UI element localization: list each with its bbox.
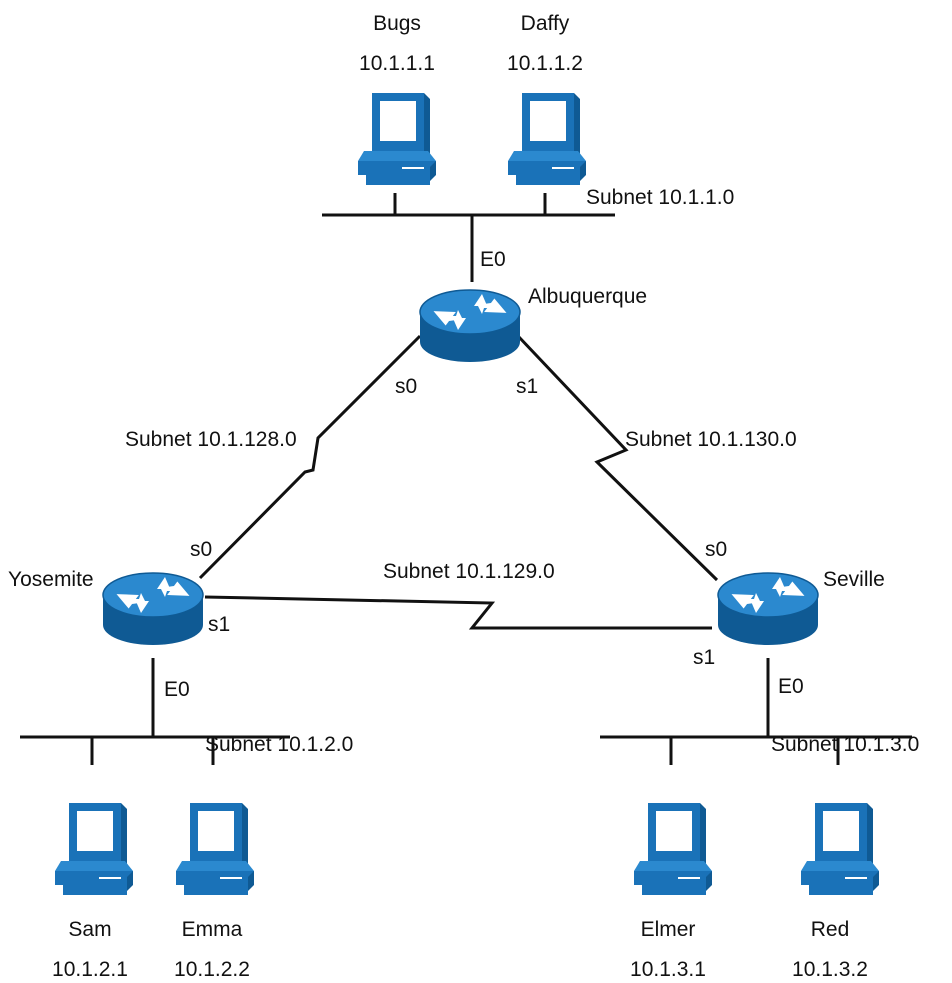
host-name-sam: Sam (68, 918, 111, 941)
pc-icon (357, 92, 437, 186)
router-name-yosemite: Yosemite (8, 568, 94, 591)
host-sam[interactable] (54, 802, 134, 896)
left-lan-segment (20, 658, 290, 765)
host-name-daffy: Daffy (521, 12, 570, 35)
router-yosemite[interactable] (102, 572, 204, 646)
subnet-label-serial-alb-yos: Subnet 10.1.128.0 (125, 428, 297, 451)
interface-yosemite-s0: s0 (190, 538, 212, 561)
host-name-bugs: Bugs (373, 12, 421, 35)
interface-albuquerque-s0: s0 (395, 375, 417, 398)
host-daffy[interactable] (507, 92, 587, 186)
router-name-seville: Seville (823, 568, 885, 591)
host-red[interactable] (800, 802, 880, 896)
host-ip-emma: 10.1.2.2 (174, 958, 250, 981)
serial-link-albuquerque-seville (516, 334, 719, 582)
interface-yosemite-e0: E0 (164, 678, 190, 701)
host-name-red: Red (811, 918, 850, 941)
top-lan-segment (322, 193, 615, 282)
host-name-elmer: Elmer (641, 918, 696, 941)
subnet-label-left-lan: Subnet 10.1.2.0 (205, 733, 353, 756)
interface-seville-s0: s0 (705, 538, 727, 561)
host-ip-elmer: 10.1.3.1 (630, 958, 706, 981)
pc-icon (175, 802, 255, 896)
subnet-label-serial-yos-sev: Subnet 10.1.129.0 (383, 560, 555, 583)
host-ip-sam: 10.1.2.1 (52, 958, 128, 981)
pc-icon (800, 802, 880, 896)
router-icon (717, 572, 819, 646)
right-lan-segment (600, 658, 912, 765)
interface-seville-e0: E0 (778, 675, 804, 698)
host-name-emma: Emma (182, 918, 243, 941)
host-emma[interactable] (175, 802, 255, 896)
subnet-label-top-lan: Subnet 10.1.1.0 (586, 186, 734, 209)
host-bugs[interactable] (357, 92, 437, 186)
interface-seville-s1: s1 (693, 646, 715, 669)
pc-icon (54, 802, 134, 896)
subnet-label-serial-alb-sev: Subnet 10.1.130.0 (625, 428, 797, 451)
interface-yosemite-s1: s1 (208, 613, 230, 636)
router-albuquerque[interactable] (419, 289, 521, 363)
serial-link-yosemite-seville (204, 595, 712, 630)
interface-albuquerque-e0: E0 (480, 248, 506, 271)
router-seville[interactable] (717, 572, 819, 646)
pc-icon (633, 802, 713, 896)
host-ip-red: 10.1.3.2 (792, 958, 868, 981)
router-icon (419, 289, 521, 363)
subnet-label-right-lan: Subnet 10.1.3.0 (771, 733, 919, 756)
pc-icon (507, 92, 587, 186)
serial-link-albuquerque-yosemite (198, 334, 422, 580)
interface-albuquerque-s1: s1 (516, 375, 538, 398)
host-ip-bugs: 10.1.1.1 (359, 52, 435, 75)
host-elmer[interactable] (633, 802, 713, 896)
router-name-albuquerque: Albuquerque (528, 285, 647, 308)
router-icon (102, 572, 204, 646)
host-ip-daffy: 10.1.1.2 (507, 52, 583, 75)
